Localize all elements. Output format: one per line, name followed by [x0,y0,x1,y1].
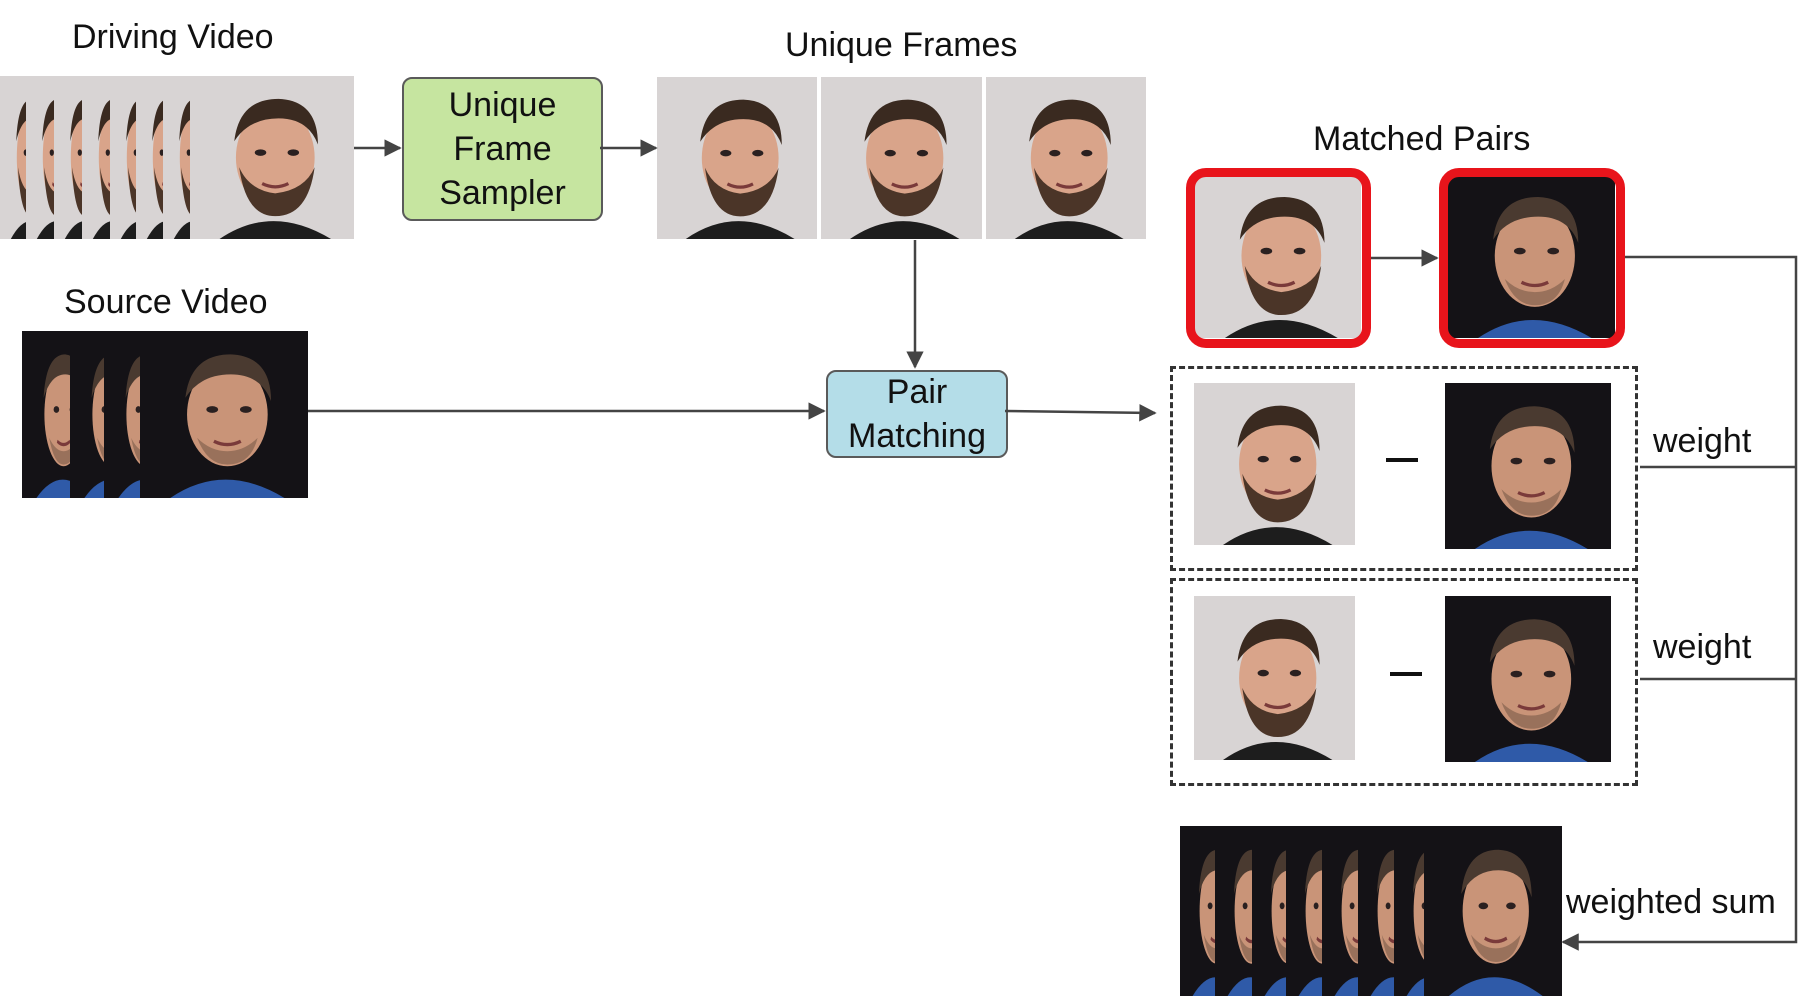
unique-frame-1 [657,77,817,239]
matched-pairs-label: Matched Pairs [1313,120,1531,158]
driving-video-label: Driving Video [72,18,274,56]
pair1-driving-frame [1194,383,1355,545]
minus-operator-1 [1386,458,1418,462]
arrow-sum-to-output [1561,928,1798,951]
sampler-line-1: Unique [448,86,557,124]
minus-operator-2 [1390,672,1422,676]
matched-driving-frame [1195,174,1361,338]
weight-label-2: weight [1653,628,1752,666]
unique-frame-3 [986,77,1146,239]
unique-frame-2 [821,77,982,239]
driving-video-frame [190,76,354,239]
line-matched-to-sum [1625,255,1798,928]
weighted-sum-label: weighted sum [1566,883,1776,921]
sampler-line-2: Frame [453,130,552,168]
matched-source-highlight [1439,168,1625,348]
pair2-source-frame [1445,596,1611,762]
source-video-label: Source Video [64,283,268,321]
source-video-frame [140,331,308,498]
unique-frames-label: Unique Frames [785,26,1018,64]
pair-matching-box: Pair Matching [826,370,1008,458]
pair1-source-frame [1445,383,1611,549]
matched-source-frame [1448,174,1615,338]
pair-box-2 [1170,578,1638,786]
weighted-sum-output-frame [1424,826,1562,996]
sampler-line-3: Sampler [439,174,566,212]
arrow-matching-to-pairs [1004,404,1157,422]
pair2-driving-frame [1194,596,1355,760]
matching-line-1: Pair [886,373,948,411]
weight-label-1: weight [1653,422,1752,460]
matching-line-2: Matching [848,417,986,455]
matched-driving-highlight [1186,168,1371,348]
pair-box-1 [1170,366,1638,571]
